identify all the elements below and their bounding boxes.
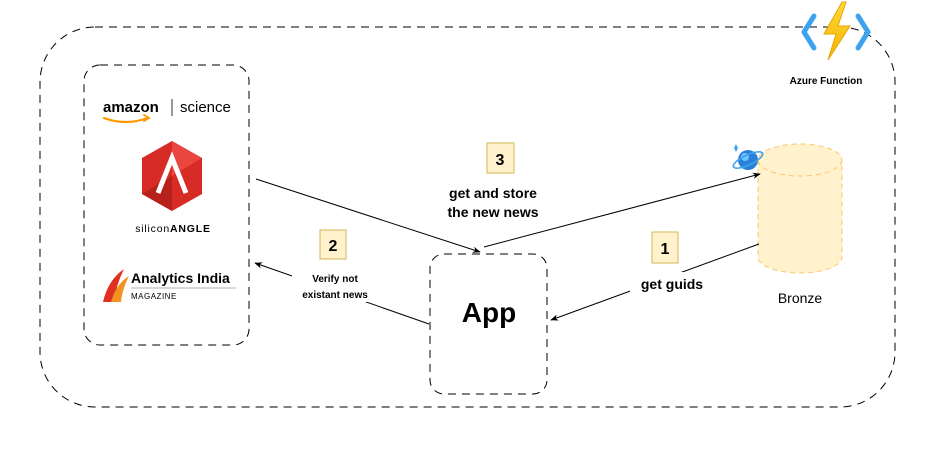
bronze-storage <box>757 143 843 274</box>
azure-function-label: Azure Function <box>790 76 863 87</box>
azure-function-icon <box>801 1 871 61</box>
step-2-badge <box>319 229 347 260</box>
step-3-badge <box>486 142 515 174</box>
cosmos-db-icon <box>732 144 764 170</box>
amazon-brand-text: amazon <box>103 99 159 116</box>
magazine-text: MAGAZINE <box>131 292 177 301</box>
azure-function-container <box>39 26 896 408</box>
siliconangle-logo: siliconANGLE <box>135 141 211 235</box>
analytics-india-text: Analytics India <box>131 270 230 286</box>
app-label: App <box>462 297 516 328</box>
siliconangle-text: siliconANGLE <box>135 223 211 235</box>
analytics-india-logo: Analytics India MAGAZINE <box>103 269 236 302</box>
arrow-sources-to-app <box>255 178 481 253</box>
step-2-line-1: Verify not <box>312 274 358 285</box>
step-1-line-1: get guids <box>641 276 703 292</box>
step-3-line-2: the new news <box>447 204 538 220</box>
arrow-app-to-bronze <box>483 172 761 248</box>
app-box <box>429 253 548 395</box>
step-1-number: 1 <box>661 241 670 258</box>
step-1-badge <box>651 231 679 264</box>
amazon-smile-icon <box>102 116 150 124</box>
step-2-number: 2 <box>329 238 338 255</box>
bronze-label: Bronze <box>778 290 823 306</box>
step-3-number: 3 <box>496 152 505 169</box>
step-2-line-2: existant news <box>302 290 368 301</box>
amazon-science-logo: amazon science <box>102 99 231 124</box>
news-sources-container <box>83 64 250 346</box>
step-3-line-1: get and store <box>449 185 537 201</box>
amazon-science-text: science <box>180 99 231 116</box>
